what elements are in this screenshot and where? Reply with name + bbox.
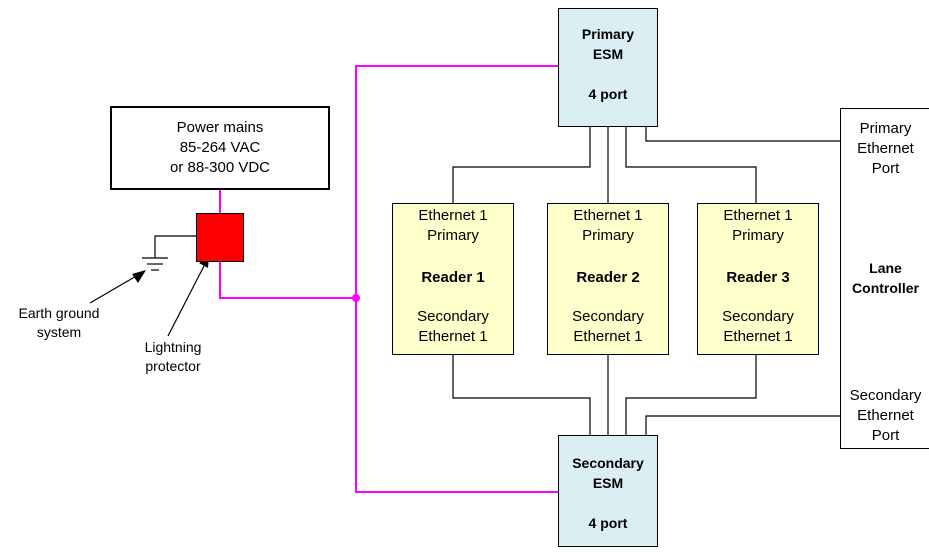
primary-ethernet-port: Primary Ethernet Port bbox=[841, 119, 929, 179]
reader-2-primary-label: Primary bbox=[582, 227, 634, 244]
earth-ground-arrowhead bbox=[132, 270, 146, 283]
primary-esm-box: Primary ESM 4 port bbox=[558, 8, 658, 127]
primary-esm-ports: 4 port bbox=[588, 86, 628, 102]
earth-ground-label-line-1: Earth ground bbox=[18, 305, 100, 321]
ground-wire bbox=[154, 235, 196, 258]
reader-3-box: Ethernet 1 Primary Reader 3 Secondary Et… bbox=[697, 203, 819, 355]
power-line-secondary-esm bbox=[355, 298, 558, 493]
secondary-ethernet-port: Secondary Ethernet Port bbox=[841, 386, 929, 446]
lightning-protector-label-line-1: Lightning bbox=[144, 339, 202, 355]
reader-1-ethernet-label: Ethernet 1 bbox=[418, 207, 488, 224]
reader-3-secondary-label: Secondary bbox=[722, 308, 794, 325]
power-mains-line-3: or 88-300 VDC bbox=[169, 159, 271, 176]
lane-controller-title-line-2: Controller bbox=[852, 280, 919, 296]
lightning-protector-label: Lightning protector bbox=[128, 338, 218, 376]
reader-1-box: Ethernet 1 Primary Reader 1 Secondary Et… bbox=[392, 203, 514, 355]
primary-esm-to-reader-3 bbox=[625, 127, 757, 203]
reader-3-name: Reader 3 bbox=[726, 269, 790, 286]
power-line-protector bbox=[219, 262, 356, 299]
reader-2-ethernet-2-label: Ethernet 1 bbox=[573, 328, 643, 345]
earth-ground-arrow-shaft bbox=[89, 274, 139, 304]
primary-port-line-3: Port bbox=[871, 160, 900, 177]
secondary-esm-box: Secondary ESM 4 port bbox=[558, 435, 658, 547]
lightning-protector-arrow-shaft bbox=[167, 263, 206, 337]
reader-2-box: Ethernet 1 Primary Reader 2 Secondary Et… bbox=[547, 203, 669, 355]
earth-ground-label-line-2: system bbox=[36, 324, 82, 340]
secondary-esm-subtitle: ESM bbox=[592, 475, 624, 491]
primary-esm-title: Primary bbox=[581, 26, 635, 42]
reader-1-secondary-label: Secondary bbox=[417, 308, 489, 325]
primary-port-line-1: Primary bbox=[859, 120, 912, 137]
power-junction-dot bbox=[352, 294, 360, 302]
reader-3-to-secondary-esm bbox=[625, 355, 757, 435]
primary-esm-to-reader-1 bbox=[452, 127, 591, 203]
secondary-port-line-2: Ethernet bbox=[857, 407, 914, 424]
primary-esm-subtitle: ESM bbox=[592, 46, 624, 62]
primary-esm-to-lane-controller bbox=[645, 127, 840, 142]
reader-1-to-secondary-esm bbox=[452, 355, 591, 435]
secondary-esm-title: Secondary bbox=[572, 455, 644, 471]
earth-ground-label: Earth ground system bbox=[4, 304, 114, 342]
lightning-protector-label-line-2: protector bbox=[145, 358, 201, 374]
reader-1-name: Reader 1 bbox=[421, 269, 485, 286]
secondary-esm-to-lane-controller bbox=[645, 415, 840, 435]
power-mains-line-1: Power mains bbox=[176, 119, 264, 136]
lightning-protector-box bbox=[196, 213, 244, 262]
secondary-port-line-1: Secondary bbox=[849, 387, 922, 404]
power-mains-box: Power mains 85-264 VAC or 88-300 VDC bbox=[110, 106, 330, 190]
reader-1-primary-label: Primary bbox=[427, 227, 479, 244]
secondary-port-line-3: Port bbox=[871, 427, 900, 444]
reader-2-secondary-label: Secondary bbox=[572, 308, 644, 325]
reader-3-ethernet-label: Ethernet 1 bbox=[723, 207, 793, 224]
reader-1-ethernet-2-label: Ethernet 1 bbox=[418, 328, 488, 345]
reader-3-primary-label: Primary bbox=[732, 227, 784, 244]
reader-2-ethernet-label: Ethernet 1 bbox=[573, 207, 643, 224]
lane-controller-box: Primary Ethernet Port Lane Controller Se… bbox=[840, 108, 929, 449]
reader-3-ethernet-2-label: Ethernet 1 bbox=[723, 328, 793, 345]
reader-2-name: Reader 2 bbox=[576, 269, 640, 286]
primary-port-line-2: Ethernet bbox=[857, 140, 914, 157]
power-mains-line-2: 85-264 VAC bbox=[179, 139, 261, 156]
power-line-primary-esm bbox=[355, 65, 558, 298]
lane-controller-title-line-1: Lane bbox=[869, 260, 902, 276]
secondary-esm-ports: 4 port bbox=[588, 515, 628, 531]
lane-controller-title: Lane Controller bbox=[841, 258, 929, 298]
